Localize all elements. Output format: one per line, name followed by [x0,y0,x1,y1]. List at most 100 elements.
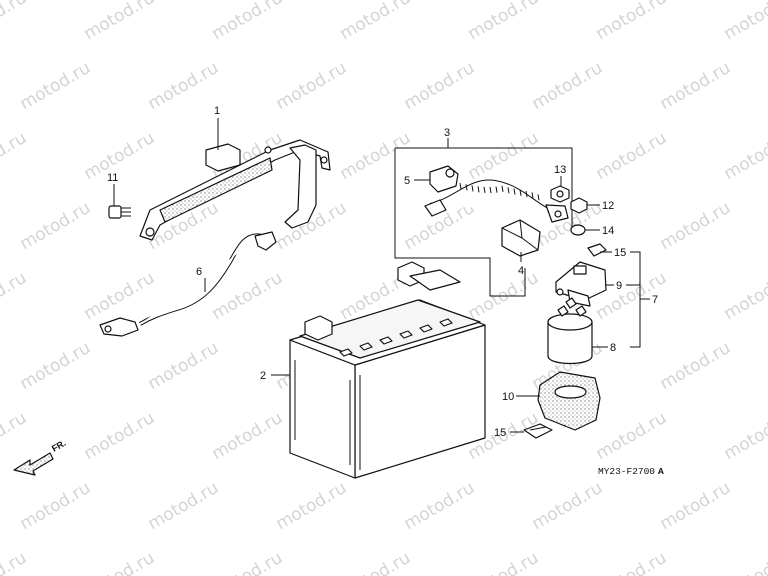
battery-vent-cap [439,318,453,327]
watermark-text: motod.ru [721,548,768,576]
watermark-text: motod.ru [401,58,479,114]
callout-2: 2 [260,370,266,382]
callout-13: 13 [554,164,566,176]
watermark-text: motod.ru [593,548,671,576]
watermark-text: motod.ru [81,0,159,44]
watermark-text: motod.ru [0,0,30,44]
watermark-text: motod.ru [81,268,159,324]
watermark-text: motod.ru [0,408,30,464]
callout-7: 7 [652,294,658,306]
watermark-text: motod.ru [209,0,287,44]
watermark-text: motod.ru [465,0,543,44]
watermark-text: motod.ru [465,128,543,184]
cable-sleeve-tick [483,186,486,193]
cable-sleeve-tick [507,187,510,194]
callout-6: 6 [196,266,202,278]
part-6-negative-cable [99,231,277,337]
watermark-text: motod.ru [721,408,768,464]
cable-sleeve-tick [459,182,462,190]
part-15-fuse-lower [523,423,553,439]
callout-11: 11 [107,172,118,184]
watermark-text: motod.ru [593,408,671,464]
part-8-starter-relay [547,297,593,365]
watermark-text: motod.ru [337,0,415,44]
watermark-text: motod.ru [81,128,159,184]
watermark-text: motod.ru [17,58,95,114]
callout-15-lower: 15 [494,427,506,439]
part-15-fuse-upper [587,243,607,257]
battery-vent-cap [339,348,353,357]
watermark-text: motod.ru [529,478,607,534]
watermark-text: motod.ru [657,338,735,394]
part-14-grommet [570,224,586,236]
battery-vent-cap [419,324,433,333]
callout-15-upper: 15 [614,247,626,259]
callout-14: 14 [602,225,614,237]
part-13-nut [550,185,570,203]
callout-1: 1 [214,105,220,117]
cable-sleeve-tick [525,190,528,198]
cable-sleeve-tick [471,185,474,192]
callout-5: 5 [404,175,410,187]
cable-sleeve-tick [513,188,516,195]
callout-9: 9 [616,280,622,292]
watermark-text: motod.ru [593,0,671,44]
callout-12: 12 [602,200,614,212]
watermark-text: motod.ru [529,58,607,114]
callout-leaders [113,118,650,433]
watermark-text: motod.ru [209,408,287,464]
cable-sleeve-tick [501,185,504,192]
watermark-text: motod.ru [209,548,287,576]
watermark-text: motod.ru [657,58,735,114]
watermark-text: motod.ru [81,548,159,576]
callout-8: 8 [610,342,616,354]
cable-sleeve-tick [465,184,468,191]
watermark-text: motod.ru [17,198,95,254]
watermark-text: motod.ru [145,58,223,114]
watermark-text: motod.ru [0,268,30,324]
watermark-text: motod.ru [721,0,768,44]
watermark-text: motod.ru [145,478,223,534]
watermark-text: motod.ru [465,548,543,576]
cable-sleeve-tick [495,186,498,193]
watermark-text: motod.ru [657,478,735,534]
part-3-positive-cable-assembly [394,147,573,297]
part-2-battery [289,261,486,479]
watermark-text: motod.ru [0,128,30,184]
battery-vent-cap [379,336,393,345]
cable-sleeve-tick [531,192,534,199]
watermark-text: motod.ru [17,338,95,394]
watermark-text: motod.ru [401,478,479,534]
callout-numbers: 1 2 3 4 5 6 7 8 9 10 11 12 13 14 15 15 [107,105,658,439]
watermark-text: motod.ru [337,128,415,184]
cable-sleeve-tick [537,194,540,201]
part-10-relay-cover [537,371,601,431]
watermark-text: motod.ru [593,128,671,184]
front-label: FR. [50,438,68,454]
part-11-bolt [108,205,131,219]
watermark-text: motod.ru [145,338,223,394]
part-5-terminal-cover [429,165,459,193]
watermark-text: motod.ru [721,268,768,324]
front-direction-arrow-icon: FR. [13,438,68,476]
part-12-nut [570,197,588,214]
cable-sleeve-tick [519,189,522,196]
cable-sleeve-tick [489,186,492,194]
battery-vent-cap [399,330,413,339]
watermark-text: motod.ru [273,478,351,534]
watermark-text: motod.ru [0,548,30,576]
callout-4: 4 [518,265,524,277]
part-9-relay-holder [555,261,607,307]
watermark-text: motod.ru [17,478,95,534]
callout-10: 10 [502,391,514,403]
watermark-text: motod.ru [337,548,415,576]
cable-sleeve-tick [477,186,480,193]
watermark-text: motod.ru [721,128,768,184]
watermark-text: motod.ru [657,198,735,254]
part-4-terminal-cap [501,219,541,257]
watermark-text: motod.ru [273,58,351,114]
